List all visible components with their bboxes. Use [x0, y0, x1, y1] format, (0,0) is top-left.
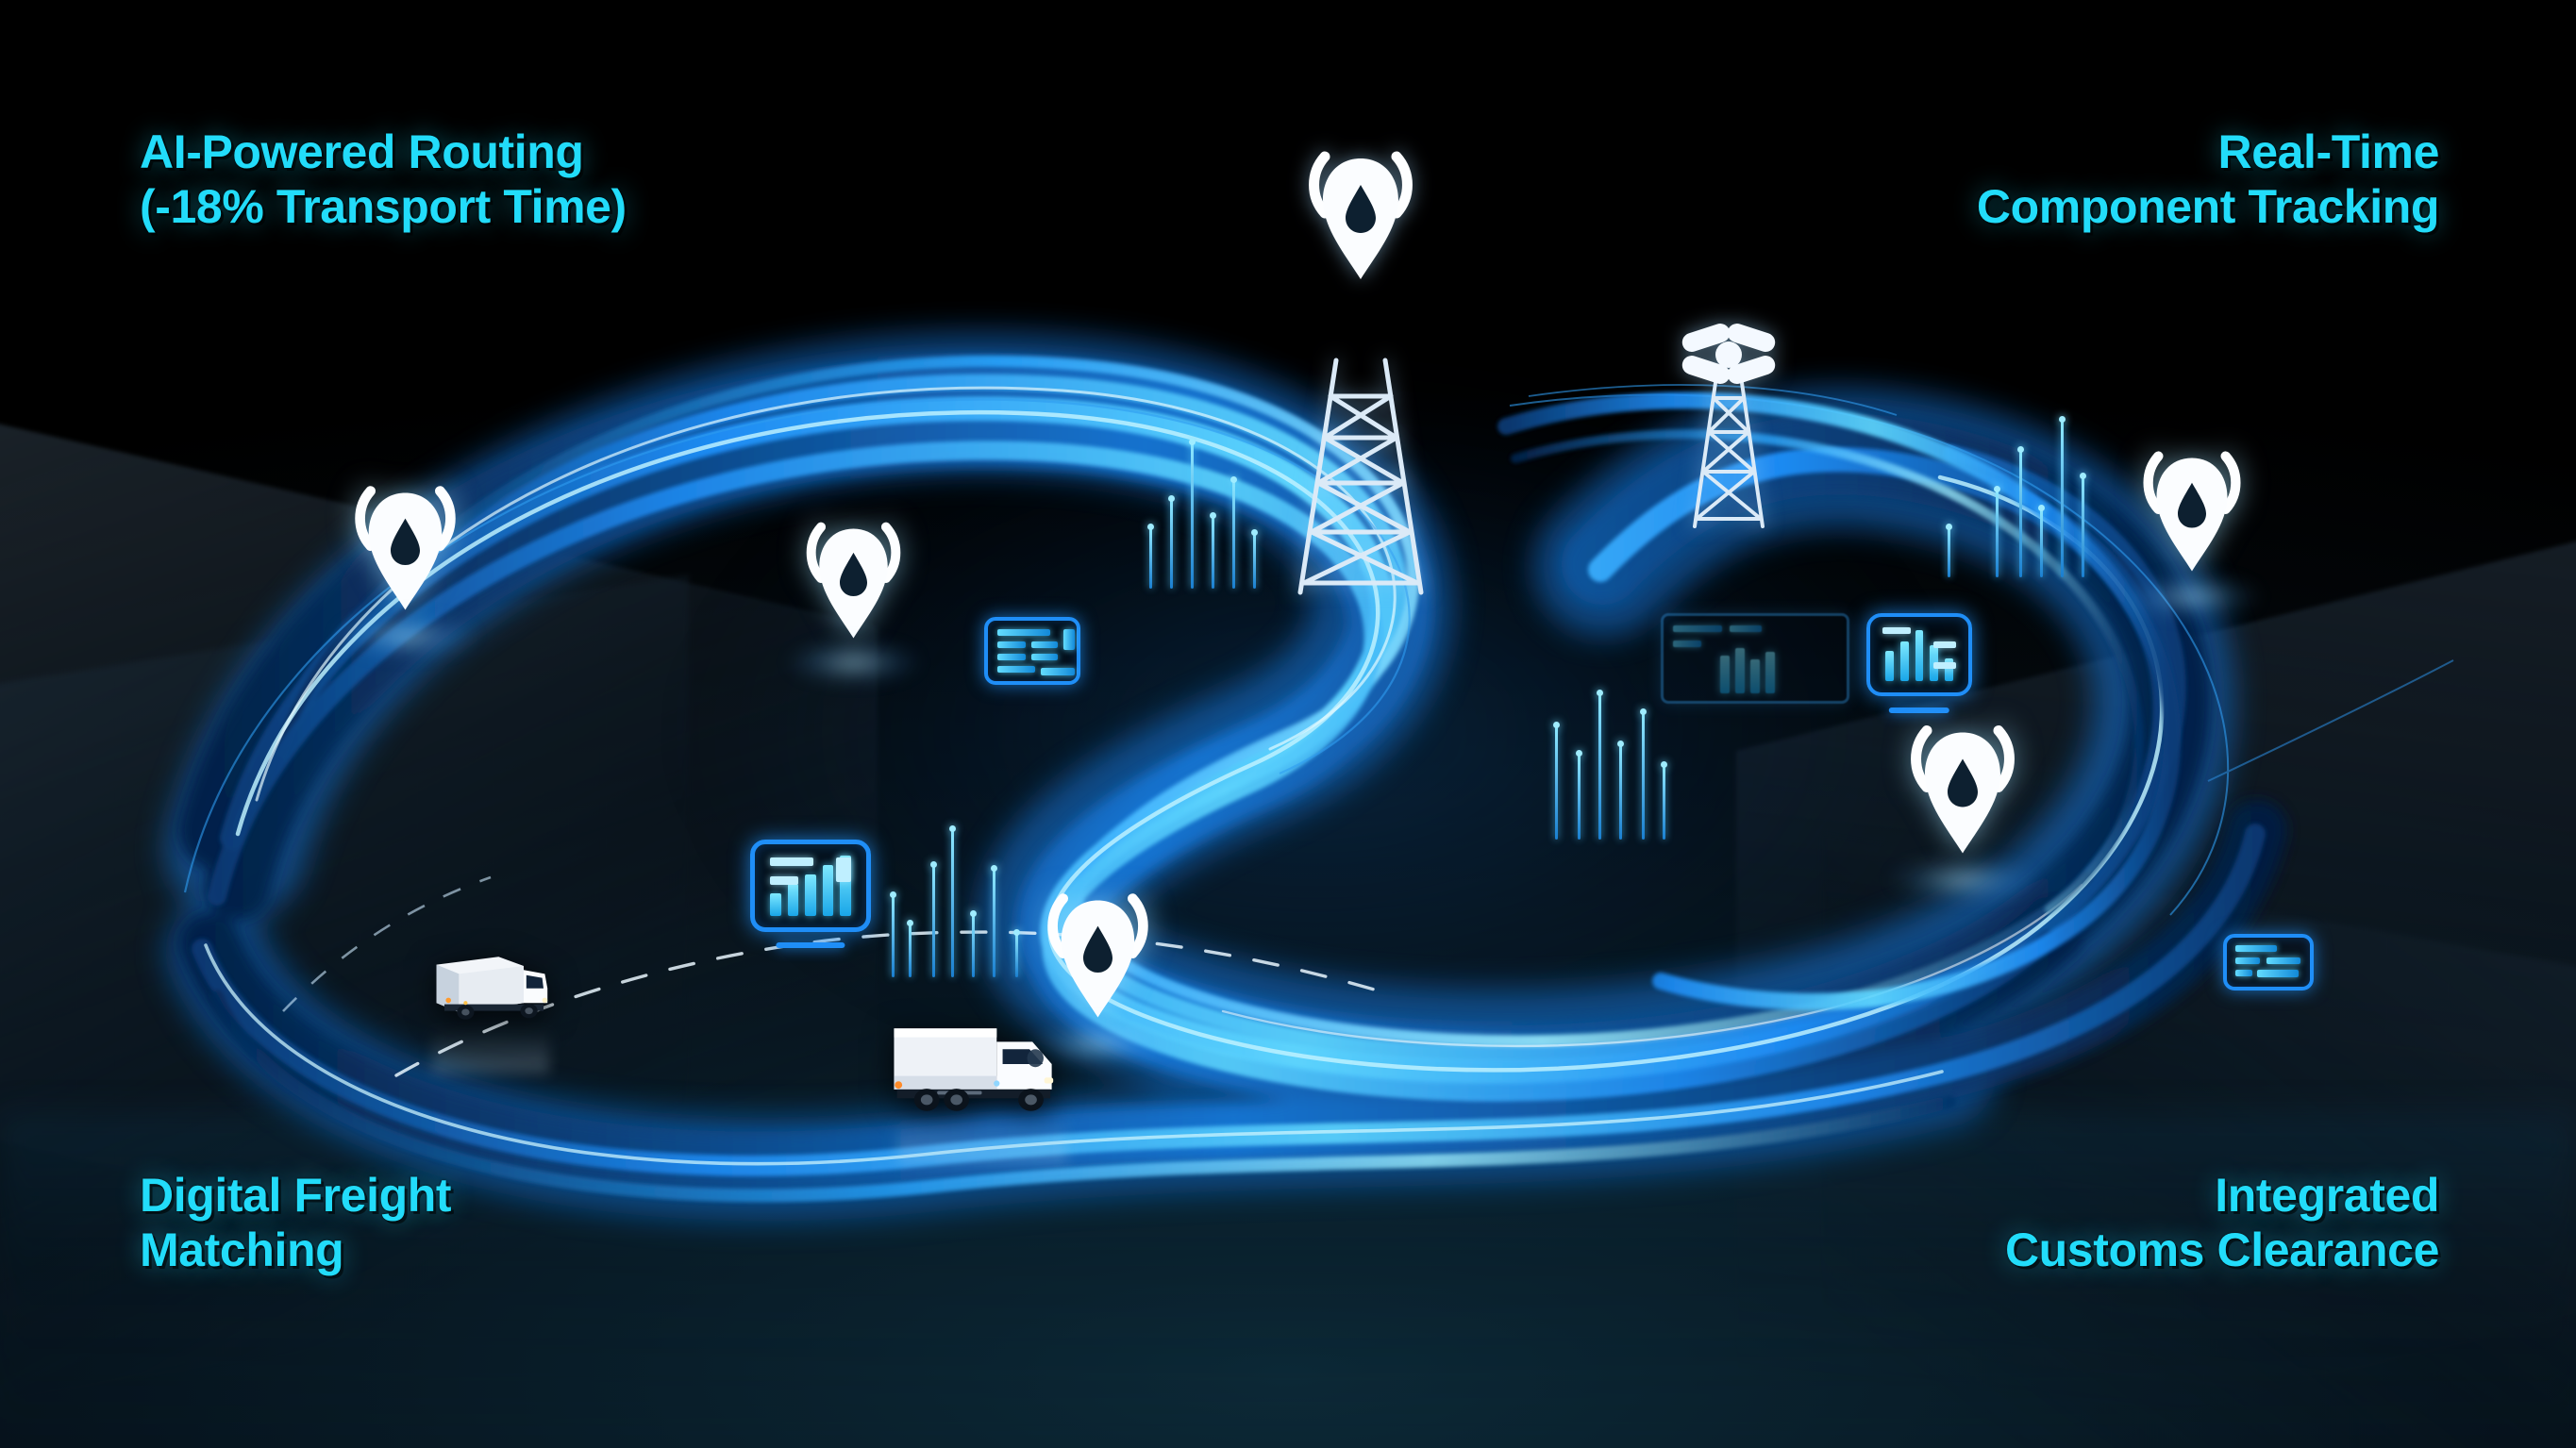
- hud-label-bar-c: [836, 857, 851, 882]
- card-line: [2267, 957, 2300, 964]
- hud-chart-bar: [787, 884, 799, 916]
- data-spike: [930, 861, 937, 977]
- map-pin-signal-icon: [806, 522, 901, 639]
- data-spike: [1189, 439, 1196, 589]
- delivery-truck-icon: [894, 1028, 1054, 1111]
- map-pin-signal-icon: [1309, 151, 1413, 279]
- pin-ground-glow: [309, 607, 501, 664]
- data-spike: [1994, 486, 2000, 577]
- panel-bar: [1720, 656, 1730, 693]
- panel-bar: [1735, 648, 1745, 693]
- data-spike: [890, 891, 896, 977]
- pin-ground-glow: [2099, 568, 2284, 624]
- data-spike: [1210, 512, 1216, 589]
- data-spike: [2059, 416, 2066, 577]
- card-line: [2257, 970, 2299, 977]
- data-spike: [1597, 690, 1603, 840]
- card-line: [1031, 641, 1058, 648]
- data-spike: [1640, 708, 1647, 840]
- card-line: [2235, 957, 2260, 964]
- hud-label-bar-b: [1933, 641, 1956, 648]
- windmill-antenna-icon: [1681, 324, 1776, 528]
- data-spike: [949, 825, 956, 977]
- card-line: [997, 654, 1026, 660]
- map-pin-east[interactable]: [2099, 436, 2284, 624]
- data-spike: [1946, 524, 1952, 577]
- map-pin-signal-icon: [2143, 451, 2241, 572]
- data-spike: [1661, 761, 1667, 840]
- hud-chart-bar: [805, 874, 816, 916]
- label-real-time-component-tracking: Real-Time Component Tracking: [1976, 125, 2439, 233]
- data-spike: [1553, 722, 1560, 840]
- card-line: [1041, 668, 1075, 675]
- data-spike: [1230, 476, 1237, 589]
- data-card-right[interactable]: [2223, 934, 2314, 990]
- map-pin-southeast[interactable]: [1865, 709, 2061, 907]
- label-digital-freight-matching: Digital Freight Matching: [140, 1169, 452, 1276]
- hud-label-bar-c: [1933, 662, 1956, 669]
- cell-tower-center[interactable]: [1276, 151, 1446, 615]
- hud-chart-bar: [1915, 630, 1924, 681]
- pin-ground-glow: [764, 634, 943, 691]
- cell-tower-icon: [1297, 358, 1424, 595]
- map-pin-on-tower[interactable]: [1285, 136, 1436, 301]
- card-line: [2235, 970, 2252, 976]
- map-pin-south[interactable]: [1002, 877, 1194, 1072]
- delivery-truck-left[interactable]: [425, 939, 557, 1073]
- data-panel-right-faint: [1661, 613, 1849, 704]
- pin-ground-glow: [1865, 851, 2061, 907]
- data-spike: [991, 865, 997, 977]
- hud-chart-bar: [822, 865, 834, 916]
- hud-chart-bar: [1899, 641, 1909, 681]
- data-card-top[interactable]: [984, 617, 1080, 685]
- data-spike: [970, 910, 977, 977]
- data-spike: [1168, 495, 1175, 589]
- panel-line: [1730, 625, 1762, 632]
- data-spike: [1617, 741, 1624, 840]
- delivery-truck-icon: [436, 957, 548, 1020]
- map-pin-west[interactable]: [309, 470, 501, 664]
- panel-line: [1673, 641, 1701, 647]
- card-line: [997, 629, 1050, 636]
- data-spike: [2017, 446, 2024, 577]
- map-pin-signal-icon: [1047, 893, 1148, 1018]
- panel-bar: [1750, 659, 1760, 693]
- data-spike: [1013, 929, 1020, 977]
- card-line: [997, 666, 1035, 673]
- hud-label-bar-a: [1882, 627, 1911, 634]
- truck-reflection: [896, 1119, 1067, 1162]
- data-spike: [1147, 524, 1154, 589]
- card-line: [997, 641, 1026, 648]
- hud-label-bar-b: [770, 876, 798, 885]
- card-line: [2235, 945, 2277, 952]
- data-spike: [1251, 529, 1258, 589]
- map-pin-signal-icon: [355, 486, 456, 610]
- data-spike: [2080, 473, 2086, 577]
- hud-chart-bar: [1945, 658, 1953, 681]
- data-spike: [2038, 505, 2045, 577]
- delivery-truck-front[interactable]: [885, 1011, 1079, 1162]
- data-spike: [907, 920, 913, 977]
- hud-label-bar-a: [770, 857, 813, 866]
- truck-reflection: [432, 1029, 549, 1073]
- hud-chart-bar: [770, 893, 781, 916]
- panel-bar: [1765, 652, 1775, 693]
- analytics-monitor-left[interactable]: [750, 840, 871, 932]
- card-line: [1063, 629, 1075, 650]
- map-pin-signal-icon: [1911, 725, 2015, 854]
- windmill-antenna-right[interactable]: [1663, 311, 1795, 557]
- analytics-monitor-right[interactable]: [1866, 613, 1972, 696]
- card-line: [1031, 654, 1058, 660]
- label-ai-powered-routing: AI-Powered Routing (-18% Transport Time): [140, 125, 627, 233]
- top-dark-gradient: [0, 0, 2576, 283]
- label-integrated-customs-clearance: Integrated Customs Clearance: [2004, 1169, 2439, 1276]
- map-pin-north-center[interactable]: [764, 508, 943, 691]
- panel-line: [1673, 625, 1722, 632]
- hud-chart-bar: [840, 856, 851, 916]
- data-spike: [1576, 750, 1582, 840]
- hud-chart-bar: [1885, 651, 1894, 681]
